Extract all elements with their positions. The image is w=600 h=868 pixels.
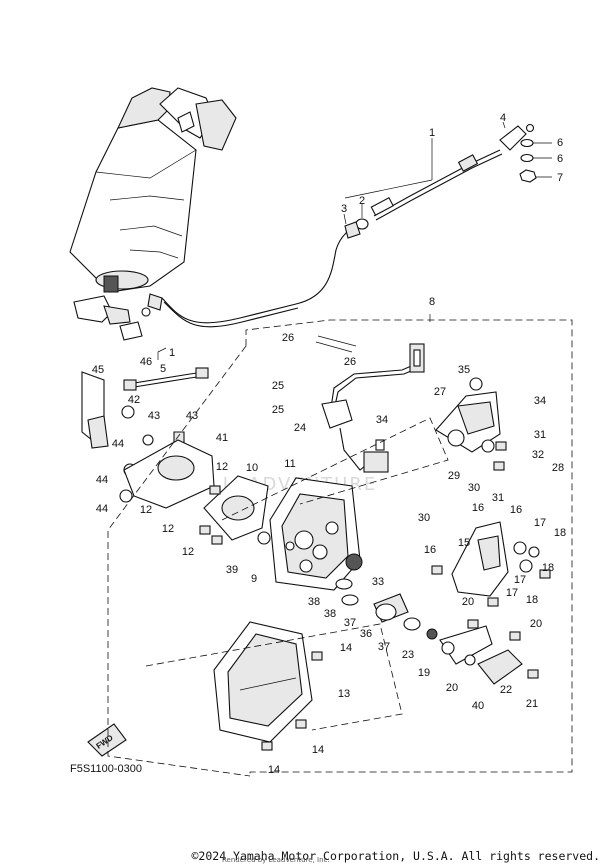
callout-44a: 44: [112, 438, 124, 450]
callout-1b: 1: [169, 347, 175, 359]
rendered-by-credit: Rendered by LeadVenture, Inc.: [222, 856, 330, 864]
callout-31a: 31: [534, 429, 546, 441]
steering-cable: [161, 221, 363, 324]
callout-20a: 20: [462, 596, 474, 608]
main-housing-drawing: [257, 477, 363, 591]
callout-10: 10: [246, 462, 258, 474]
callout-41: 41: [216, 432, 228, 444]
callout-15: 15: [458, 537, 470, 549]
cable-bracket-drawing: [73, 293, 163, 341]
callout-35: 35: [458, 364, 470, 376]
callout-37b: 37: [378, 641, 390, 653]
callout-46: 46: [140, 356, 152, 368]
callout-30b: 30: [418, 512, 430, 524]
callout-34a: 34: [376, 414, 388, 426]
callout-12d: 12: [182, 546, 194, 558]
callout-29: 29: [448, 470, 460, 482]
copyright-notice: ©2024 Yamaha Motor Corporation, U.S.A. A…: [191, 849, 600, 863]
callout-40: 40: [472, 700, 484, 712]
callout-16c: 16: [424, 544, 436, 556]
callout-12c: 12: [162, 523, 174, 535]
callout-39: 39: [226, 564, 238, 576]
callout-4: 4: [500, 112, 506, 124]
callout-27: 27: [434, 386, 446, 398]
callout-17a: 17: [534, 517, 546, 529]
callout-25a: 25: [272, 380, 284, 392]
callout-3: 3: [341, 203, 347, 215]
callout-36: 36: [360, 628, 372, 640]
callout-18b: 18: [542, 562, 554, 574]
callout-24: 24: [294, 422, 306, 434]
callout-21: 21: [526, 698, 538, 710]
callout-22: 22: [500, 684, 512, 696]
steering-cable-inner: [163, 301, 299, 328]
callout-19: 19: [418, 667, 430, 679]
callout-20c: 20: [446, 682, 458, 694]
callout-32: 32: [532, 449, 544, 461]
callout-16b: 16: [510, 504, 522, 516]
callout-38b: 38: [324, 608, 336, 620]
callout-31b: 31: [492, 492, 504, 504]
callout-26b: 26: [344, 356, 356, 368]
callout-23: 23: [402, 649, 414, 661]
callout-30a: 30: [468, 482, 480, 494]
callout-37a: 37: [344, 617, 356, 629]
callout-42: 42: [128, 394, 140, 406]
callout-43a: 43: [148, 410, 160, 422]
callout-5: 5: [160, 363, 166, 375]
callout-14a: 14: [340, 642, 352, 654]
fwd-arrow: FWD: [87, 723, 127, 757]
callout-44c: 44: [96, 503, 108, 515]
left-bracket-drawing: [81, 371, 269, 545]
callout-17c: 17: [506, 587, 518, 599]
callout-25b: 25: [272, 404, 284, 416]
callout-14b: 14: [312, 744, 324, 756]
callout-12a: 12: [216, 461, 228, 473]
callout-26a: 26: [282, 332, 294, 344]
callout-18c: 18: [526, 594, 538, 606]
lever-bracket-drawing: [435, 377, 507, 471]
callout-17b: 17: [514, 574, 526, 586]
callout-44b: 44: [96, 474, 108, 486]
callout-1: 1: [429, 127, 435, 139]
callout-6b: 6: [557, 153, 563, 165]
callout-43b: 43: [186, 410, 198, 422]
lever-plate-drawing: [431, 521, 551, 607]
callout-38a: 38: [308, 596, 320, 608]
callout-6a: 6: [557, 137, 563, 149]
callout-9: 9: [251, 573, 257, 585]
callout-11: 11: [284, 458, 295, 470]
callout-20b: 20: [530, 618, 542, 630]
callout-2: 2: [359, 195, 365, 207]
callout-13: 13: [338, 688, 350, 700]
callout-12b: 12: [140, 504, 152, 516]
callout-labels: 1 2 3 4 5 6 6 7 8 9 10 11 12 12 12 12 13…: [92, 112, 566, 776]
callout-28: 28: [552, 462, 564, 474]
callout-16a: 16: [472, 502, 484, 514]
drawing-code: F5S1100-0300: [70, 763, 142, 775]
assembly-boundary: [107, 319, 573, 777]
callout-45: 45: [92, 364, 104, 376]
shaft-drawing: [335, 578, 438, 640]
jet-nozzle-drawing: [69, 87, 237, 293]
wire-harness-drawing: [315, 335, 425, 473]
arm-drawing: [439, 619, 539, 685]
callout-8: 8: [429, 296, 435, 308]
callout-7: 7: [557, 172, 563, 184]
callout-34b: 34: [534, 395, 546, 407]
cover-drawing: [213, 621, 323, 751]
callout-18a: 18: [554, 527, 566, 539]
callout-33: 33: [372, 576, 384, 588]
callout-14c: 14: [268, 764, 280, 776]
